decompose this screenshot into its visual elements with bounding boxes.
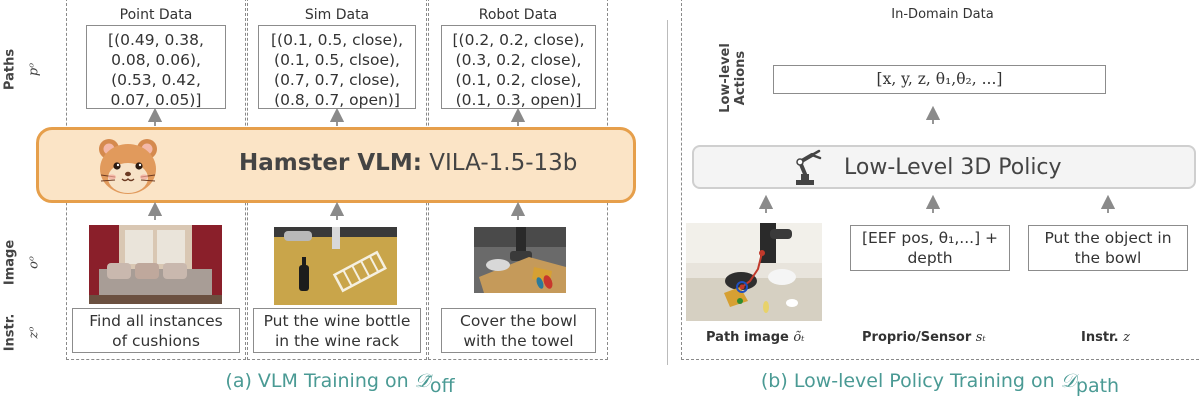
instruction-line: with the towel	[463, 331, 574, 350]
path-data-line: 0.08, 0.06),	[111, 51, 201, 69]
caption-left-prefix: (a) VLM Training on	[225, 370, 415, 392]
path-data-line: [(0.1, 0.5, close),	[271, 31, 403, 49]
caption-left: (a) VLM Training on 𝒟̃off	[150, 370, 530, 397]
label-instr-symbol: z	[1123, 330, 1130, 345]
path-data-line: (0.1, 0.2, close),	[455, 71, 582, 89]
right-frame	[681, 0, 1200, 360]
policy-label: Low-Level 3D Policy	[844, 155, 1062, 180]
proprio-line: depth	[907, 249, 953, 267]
path-data-line: (0.1, 0.5, clsoe),	[274, 51, 400, 69]
caption-right-prefix: (b) Low-level Policy Training on	[760, 370, 1061, 392]
path-image	[686, 223, 822, 321]
vlm-model: VILA-1.5-13b	[429, 150, 578, 176]
caption-left-symbol: 𝒟̃	[414, 370, 430, 392]
actions-box: [x, y, z, θ₁,θ₂, ...]	[773, 65, 1106, 94]
hamster-icon	[99, 139, 157, 194]
instruction-line: in the wine rack	[274, 331, 400, 350]
instruction-line: of cushions	[112, 331, 200, 350]
vlm-name: Hamster VLM:	[239, 150, 422, 176]
caption-right-sub: path	[1075, 374, 1120, 397]
policy-bar: Low-Level 3D Policy	[692, 145, 1196, 189]
image-wine-rack	[274, 227, 397, 305]
column-title-robot: Robot Data	[478, 7, 558, 23]
caption-right-symbol: 𝒟	[1060, 370, 1076, 392]
path-data-line: (0.1, 0.3, open)]	[455, 91, 582, 109]
path-data-line: (0.7, 0.7, close),	[274, 71, 400, 89]
label-instr-text: Instr.	[1081, 330, 1119, 345]
robot-arm-icon	[796, 149, 822, 185]
column-title-point: Point Data	[119, 7, 193, 23]
instruction-box-point: Find all instances of cushions	[72, 308, 240, 353]
image-cushions	[89, 225, 222, 304]
path-data-line: [(0.2, 0.2, close),	[452, 31, 585, 49]
path-data-box-robot: [(0.2, 0.2, close), (0.3, 0.2, close), (…	[441, 25, 596, 109]
instruction-box-robot: Cover the bowl with the towel	[441, 308, 596, 353]
label-instr: Instr. z	[1081, 330, 1130, 345]
instruction-line: Cover the bowl	[460, 311, 577, 330]
label-path-image: Path image õₜ	[706, 330, 804, 345]
instruction-line: the bowl	[1074, 249, 1142, 267]
instruction-line: Put the object in	[1044, 229, 1172, 247]
vlm-bar: Hamster VLM: VILA-1.5-13b	[36, 127, 636, 203]
caption-right: (b) Low-level Policy Training on 𝒟path	[690, 370, 1190, 397]
instruction-line: Find all instances	[89, 311, 223, 330]
label-path-image-symbol: õₜ	[793, 330, 805, 345]
label-proprio: Proprio/Sensor sₜ	[862, 330, 986, 345]
instr-box-right: Put the object in the bowl	[1028, 225, 1188, 271]
instruction-line: Put the wine bottle	[263, 311, 411, 330]
panel-divider	[667, 20, 668, 365]
path-data-line: 0.07, 0.05)]	[110, 91, 202, 109]
vlm-title: Hamster VLM: VILA-1.5-13b	[239, 150, 577, 176]
path-data-line: (0.3, 0.2, close),	[455, 51, 582, 69]
right-title: In-Domain Data	[891, 7, 994, 22]
instruction-box-sim: Put the wine bottle in the wine rack	[253, 308, 421, 353]
image-bowl-towel	[474, 227, 566, 293]
path-data-line: [(0.49, 0.38,	[108, 31, 204, 49]
path-data-box-point: [(0.49, 0.38, 0.08, 0.06), (0.53, 0.42, …	[86, 25, 226, 109]
proprio-line: [EEF pos, θ₁,...] +	[861, 229, 999, 247]
label-proprio-symbol: sₜ	[975, 330, 986, 345]
proprio-box: [EEF pos, θ₁,...] + depth	[850, 225, 1010, 271]
path-data-line: (0.53, 0.42,	[111, 71, 201, 89]
path-data-line: (0.8, 0.7, open)]	[274, 91, 400, 109]
label-proprio-text: Proprio/Sensor	[862, 330, 972, 345]
caption-left-sub: off	[429, 374, 455, 397]
label-path-image-text: Path image	[706, 330, 789, 345]
column-title-sim: Sim Data	[304, 7, 370, 23]
